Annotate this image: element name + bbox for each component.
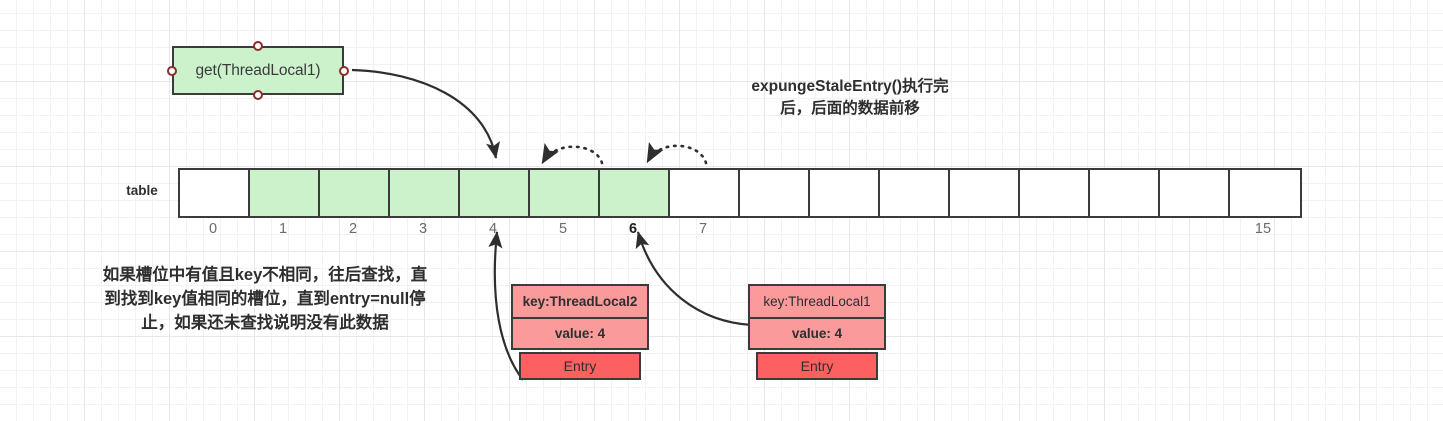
get-threadlocal-node[interactable]: get(ThreadLocal1)	[167, 41, 349, 100]
table-slot-7[interactable]	[670, 170, 740, 216]
entry-value-cell: value: 4	[511, 317, 649, 350]
table-slot-0[interactable]	[180, 170, 250, 216]
table-slot-8[interactable]	[740, 170, 810, 216]
table-index-label-4: 4	[488, 221, 498, 237]
table-index-label-12	[1018, 218, 1088, 240]
table-index-label-10	[878, 218, 948, 240]
title-note-line-1: expungeStaleEntry()执行完	[751, 78, 949, 95]
table-index-label-0: 0	[208, 221, 218, 237]
lookup-note-line-3: 止，如果还未查找说明没有此数据	[141, 313, 389, 332]
port-top-icon[interactable]	[253, 41, 263, 51]
table-slot-2[interactable]	[320, 170, 390, 216]
table-index-label-8	[738, 218, 808, 240]
lookup-explanation-note: 如果槽位中有值且key不相同，往后查找，直 到找到key值相同的槽位，直到ent…	[45, 264, 485, 335]
entry-value-cell: value: 4	[748, 317, 886, 350]
table-index-label-2: 2	[348, 221, 358, 237]
table-index-label-11	[948, 218, 1018, 240]
entry-footer-cell: Entry	[756, 352, 878, 380]
get-node-label: get(ThreadLocal1)	[195, 61, 321, 79]
table-slot-15[interactable]	[1230, 170, 1300, 216]
entry-box-threadlocal1[interactable]: key:ThreadLocal1 value: 4 Entry	[748, 284, 886, 380]
arrow-get-to-slot4	[351, 68, 500, 159]
table-slot-3[interactable]	[390, 170, 460, 216]
table-slot-1[interactable]	[250, 170, 320, 216]
lookup-note-line-2: 到找到key值相同的槽位，直到entry=null停	[104, 289, 426, 308]
table-slot-11[interactable]	[950, 170, 1020, 216]
table-slot-10[interactable]	[880, 170, 950, 216]
title-note: expungeStaleEntry()执行完 后，后面的数据前移	[690, 76, 1010, 120]
table-slot-6[interactable]	[600, 170, 670, 216]
entry-footer-cell: Entry	[519, 352, 641, 380]
entry-key-cell: key:ThreadLocal1	[748, 284, 886, 317]
table-slot-5[interactable]	[530, 170, 600, 216]
arrow-shift-slot6-to-slot5	[541, 142, 604, 165]
table-slot-row	[178, 168, 1302, 218]
arrow-entry1-to-slot6	[635, 231, 753, 327]
table-slot-14[interactable]	[1160, 170, 1230, 216]
table-index-label-3: 3	[418, 221, 428, 237]
table-index-label-14	[1158, 218, 1228, 240]
table-index-row: 0 1 2 3 4 5 6 7 15	[178, 218, 1298, 240]
table-index-label-1: 1	[278, 221, 288, 237]
table-index-label-6: 6	[628, 221, 638, 237]
table-index-label-15: 15	[1254, 221, 1272, 237]
arrow-shift-slot7-to-slot6	[646, 141, 708, 165]
lookup-note-line-1: 如果槽位中有值且key不相同，往后查找，直	[102, 266, 428, 284]
table-slot-9[interactable]	[810, 170, 880, 216]
table-slot-4[interactable]	[460, 170, 530, 216]
port-right-icon[interactable]	[339, 65, 349, 76]
table-index-label-5: 5	[558, 221, 568, 237]
port-bottom-icon[interactable]	[253, 90, 263, 100]
table-label: table	[126, 183, 158, 198]
table-index-label-7: 7	[698, 221, 708, 237]
entry-box-threadlocal2[interactable]: key:ThreadLocal2 value: 4 Entry	[511, 284, 649, 380]
title-note-line-2: 后，后面的数据前移	[780, 100, 920, 117]
table-index-label-9	[808, 218, 878, 240]
table-index-label-13	[1088, 218, 1158, 240]
table-slot-13[interactable]	[1090, 170, 1160, 216]
table-slot-12[interactable]	[1020, 170, 1090, 216]
port-left-icon[interactable]	[167, 65, 177, 76]
entry-key-cell: key:ThreadLocal2	[511, 284, 649, 317]
